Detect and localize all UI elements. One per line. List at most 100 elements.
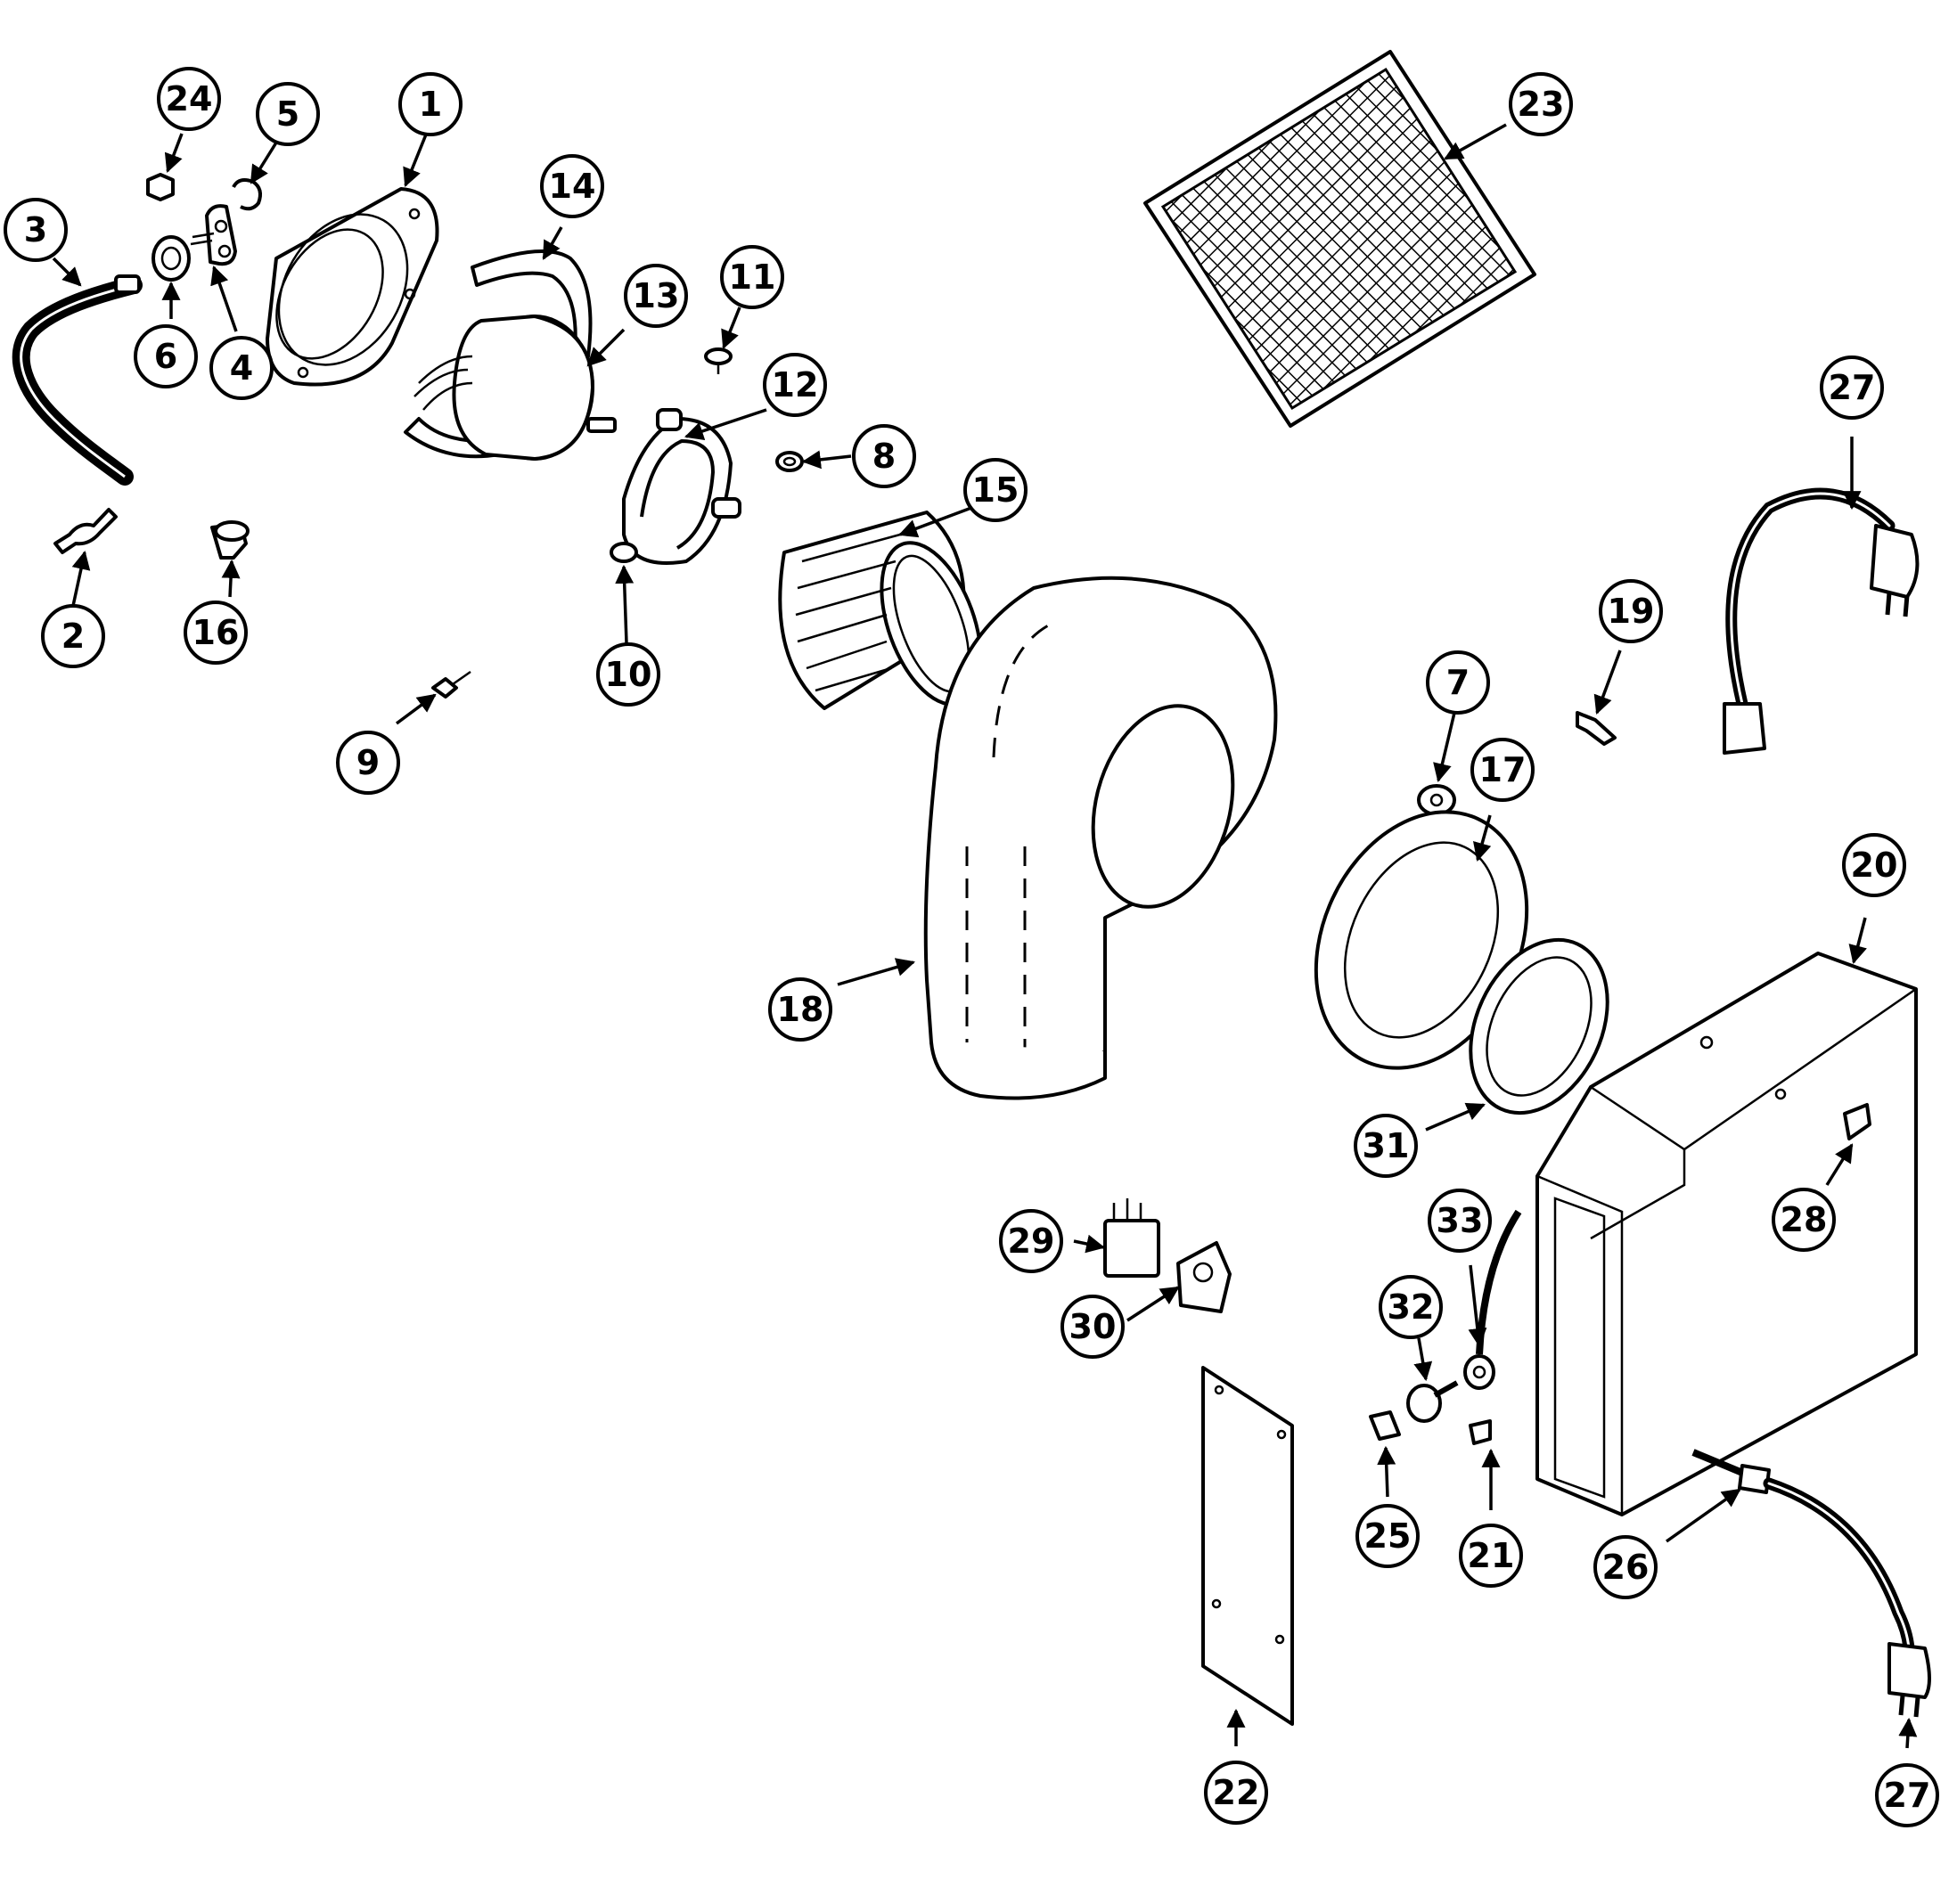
callout-label: 17 xyxy=(1479,750,1527,789)
screw-32-part xyxy=(1406,1380,1459,1423)
callout-label: 24 xyxy=(166,79,213,118)
callout-25: 25 xyxy=(1355,1504,1420,1568)
clip-25-part xyxy=(1369,1410,1401,1441)
ground-bracket-part xyxy=(190,204,237,266)
blower-wheel-part xyxy=(778,511,983,710)
cable-clamp-part xyxy=(53,508,118,554)
nut-7-part xyxy=(1417,784,1456,816)
leader-lines xyxy=(52,123,1918,1749)
switch-part xyxy=(1103,1198,1160,1278)
conduit-cable-part xyxy=(12,274,143,486)
callout-29: 29 xyxy=(999,1209,1063,1273)
callout-32: 32 xyxy=(1379,1275,1443,1339)
callout-label: 6 xyxy=(154,337,177,376)
callout-label: 21 xyxy=(1468,1536,1515,1575)
hose-clip-part xyxy=(232,178,262,211)
clip-28-part xyxy=(1843,1103,1871,1140)
callout-label: 11 xyxy=(729,257,776,297)
gasket-part xyxy=(1469,937,1609,1115)
callout-10: 10 xyxy=(596,642,660,707)
callout-label: 3 xyxy=(24,210,47,249)
callout-label: 14 xyxy=(549,167,596,206)
callout-14: 14 xyxy=(540,154,604,218)
callout-22: 22 xyxy=(1204,1761,1268,1825)
callout-9: 9 xyxy=(336,731,400,795)
callout-label: 26 xyxy=(1602,1548,1650,1587)
callout-13: 13 xyxy=(624,264,688,328)
callout-1: 1 xyxy=(398,72,463,136)
callout-label: 4 xyxy=(230,348,253,388)
callout-label: 15 xyxy=(972,470,1019,510)
callout-8: 8 xyxy=(852,424,916,488)
star-washer-part xyxy=(151,235,191,282)
nut-8-part xyxy=(775,451,804,472)
clamp-screw-part xyxy=(610,542,638,563)
callout-2: 2 xyxy=(41,604,105,668)
callout-label: 28 xyxy=(1781,1200,1828,1239)
callout-label: 5 xyxy=(276,94,299,134)
nut-part xyxy=(146,173,175,201)
callout-label: 20 xyxy=(1851,846,1898,885)
callout-label: 13 xyxy=(633,276,680,315)
callout-30: 30 xyxy=(1060,1295,1125,1359)
clip-21-part xyxy=(1469,1419,1492,1445)
callout-24: 24 xyxy=(157,67,221,131)
bushing-part xyxy=(210,520,250,560)
motor-mount-plate-part xyxy=(266,187,439,387)
callout-16: 16 xyxy=(184,601,248,665)
range-hood-box-part xyxy=(1535,952,1918,1516)
callout-label: 31 xyxy=(1363,1126,1410,1165)
callout-label: 23 xyxy=(1518,85,1565,124)
callout-33: 33 xyxy=(1428,1189,1492,1253)
callout-6: 6 xyxy=(134,324,198,388)
power-cord-bottom-part xyxy=(1691,1449,1931,1718)
grease-filter-part xyxy=(1143,50,1536,428)
screw-9-part xyxy=(431,670,471,699)
callout-26: 26 xyxy=(1593,1535,1658,1599)
callout-15: 15 xyxy=(963,458,1028,522)
callout-12: 12 xyxy=(763,353,827,417)
callout-label: 9 xyxy=(356,743,380,782)
callout-label: 16 xyxy=(192,613,240,652)
motor-clamp-ring-part xyxy=(622,408,741,565)
callout-31: 31 xyxy=(1354,1114,1418,1178)
relay-part xyxy=(1176,1241,1232,1313)
callout-label: 12 xyxy=(772,365,819,404)
callout-18: 18 xyxy=(768,977,832,1042)
callout-label: 7 xyxy=(1446,663,1470,702)
callout-label: 27 xyxy=(1884,1776,1931,1815)
callout-5: 5 xyxy=(256,82,320,146)
callout-label: 10 xyxy=(605,655,652,694)
callout-label: 29 xyxy=(1008,1222,1055,1261)
callout-11: 11 xyxy=(720,245,784,309)
callout-3: 3 xyxy=(4,198,68,262)
callout-23: 23 xyxy=(1509,72,1573,136)
callout-7: 7 xyxy=(1426,650,1490,715)
callout-19: 19 xyxy=(1599,579,1663,643)
callout-27-top: 27 xyxy=(1820,355,1884,420)
callout-label: 8 xyxy=(872,437,896,476)
screw-11-part xyxy=(704,347,733,374)
callout-label: 1 xyxy=(419,85,442,124)
callout-label: 32 xyxy=(1388,1287,1435,1327)
callout-20: 20 xyxy=(1842,833,1906,897)
callout-27-bottom: 27 xyxy=(1875,1763,1939,1827)
callout-21: 21 xyxy=(1459,1524,1523,1588)
callout-label: 27 xyxy=(1829,368,1876,407)
blower-housing-part xyxy=(923,576,1278,1100)
callout-label: 19 xyxy=(1608,592,1655,631)
callout-28: 28 xyxy=(1772,1188,1836,1252)
callout-label: 30 xyxy=(1069,1307,1117,1346)
callout-label: 2 xyxy=(61,617,85,656)
callout-label: 18 xyxy=(777,990,824,1029)
callout-4: 4 xyxy=(209,336,274,400)
blower-motor-part xyxy=(414,315,617,461)
clip-19-part xyxy=(1576,711,1617,746)
callout-17: 17 xyxy=(1470,738,1535,802)
callout-label: 22 xyxy=(1213,1773,1260,1812)
callout-label: 25 xyxy=(1364,1516,1412,1556)
cover-panel-part xyxy=(1201,1366,1294,1726)
callout-label: 33 xyxy=(1437,1201,1484,1240)
power-cord-top-part xyxy=(1723,487,1920,755)
